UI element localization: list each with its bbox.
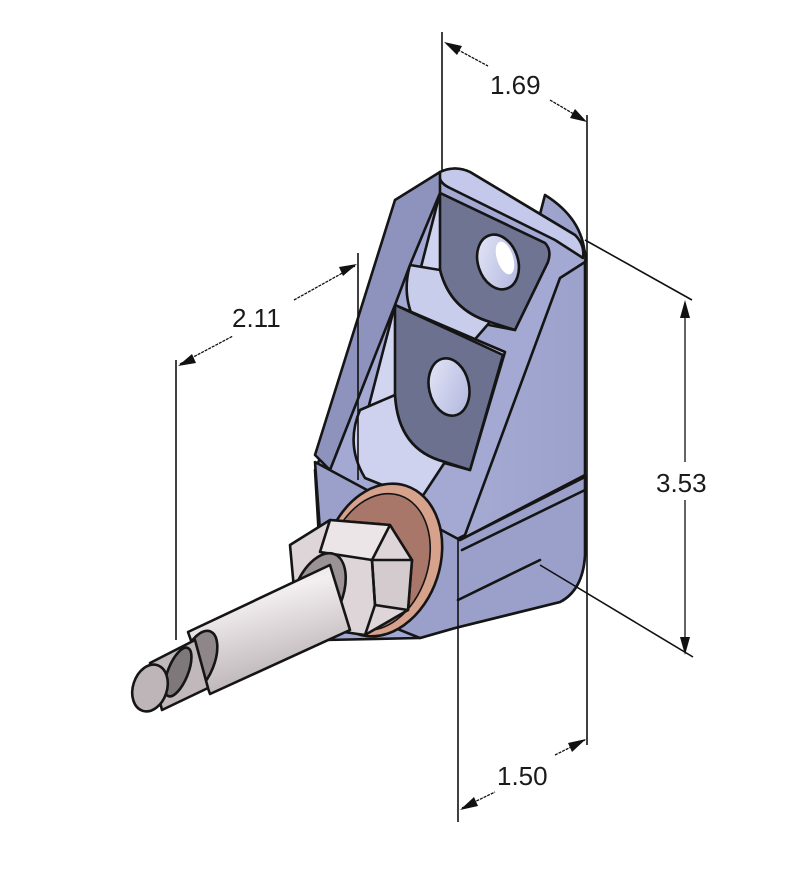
dimension-height: 3.53 bbox=[539, 239, 707, 658]
dimension-shaft-length: 2.11 bbox=[175, 253, 359, 640]
dimension-label-width-top: 1.69 bbox=[490, 70, 541, 100]
dimension-label-depth-bottom: 1.50 bbox=[497, 761, 548, 791]
dimension-depth-bottom: 1.50 bbox=[457, 540, 586, 822]
dimension-width-top: 1.69 bbox=[441, 32, 588, 745]
dimension-label-shaft-length: 2.11 bbox=[232, 303, 281, 333]
threaded-shaft bbox=[130, 563, 352, 713]
dimension-label-height: 3.53 bbox=[656, 468, 707, 498]
